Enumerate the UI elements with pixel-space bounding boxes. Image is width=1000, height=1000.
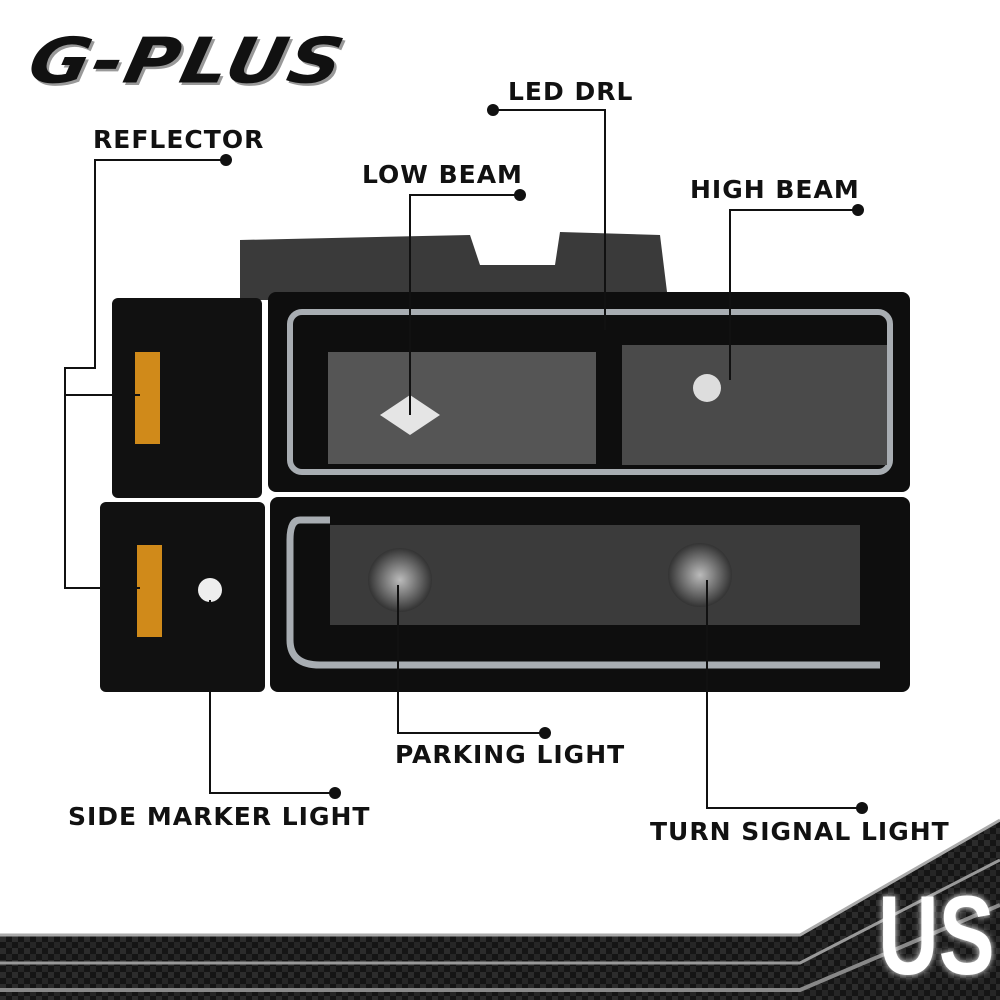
label-side-marker-light: SIDE MARKER LIGHT [68,802,371,831]
region-badge: US [878,873,995,998]
label-parking-light: PARKING LIGHT [395,740,626,769]
label-low-beam: LOW BEAM [362,160,523,189]
brand-logo: G-PLUS [22,24,352,98]
label-turn-signal-light: TURN SIGNAL LIGHT [650,817,950,846]
parking-light-unit [270,497,910,692]
label-reflector: REFLECTOR [93,125,265,154]
high-beam-bulb [693,374,721,402]
headlight-main [268,292,910,492]
corner-light-upper [112,298,262,498]
callout-lines [64,109,862,809]
label-high-beam: HIGH BEAM [690,175,860,204]
callout-dots [220,104,868,814]
mounting-bracket [240,232,668,300]
corner-light-lower [100,502,265,692]
carbon-footer-band [0,818,1000,1000]
label-led-drl: LED DRL [508,77,634,106]
